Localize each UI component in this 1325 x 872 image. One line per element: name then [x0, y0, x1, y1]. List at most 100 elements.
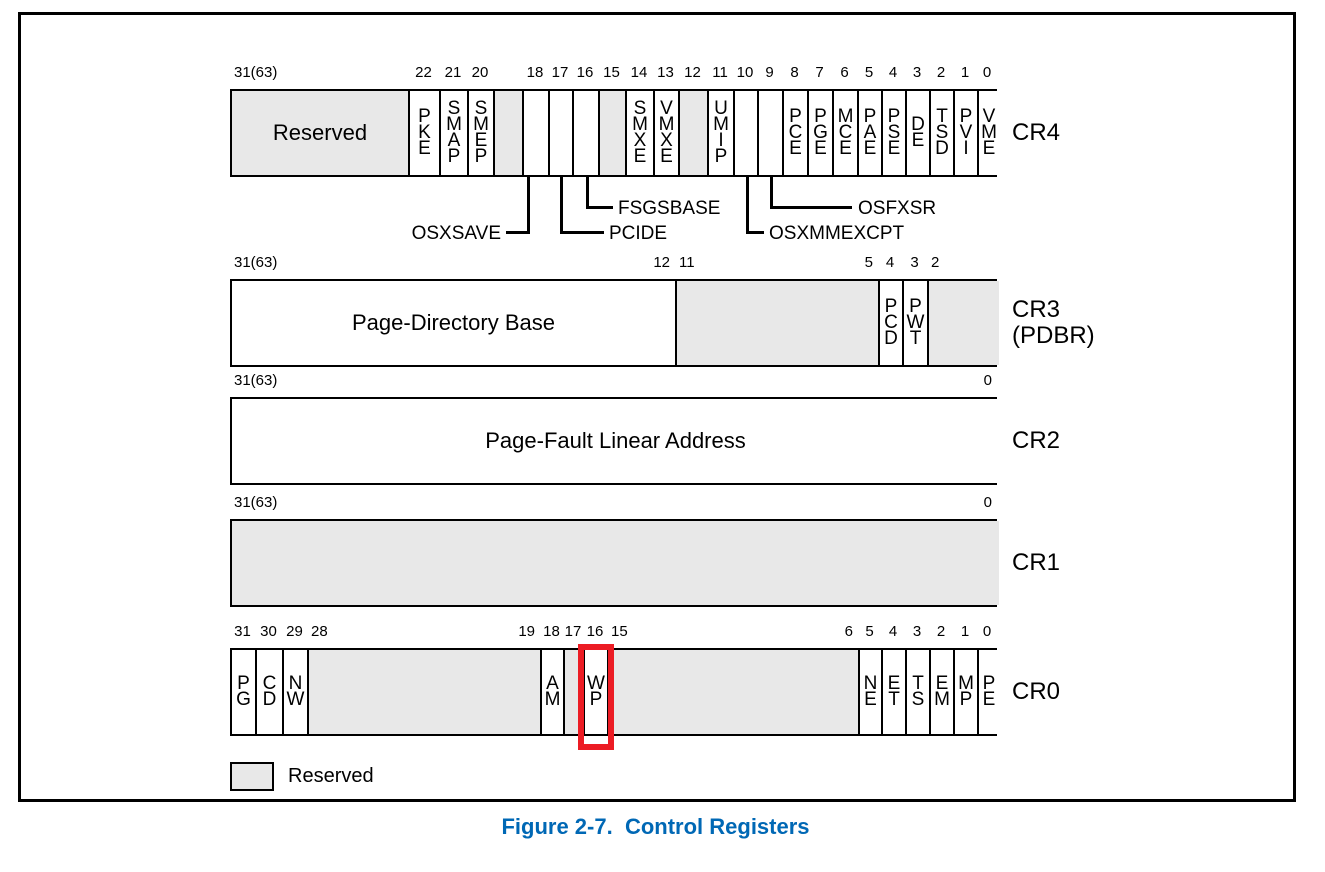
cr4-bit-number: 0 [982, 64, 992, 81]
cr0-bit-number: 3 [912, 623, 922, 640]
cr0-cell-ts-label: T S [911, 673, 925, 710]
register-label-cr1: CR1 [1012, 549, 1061, 576]
cr4-cell-reserved [680, 91, 709, 175]
register-label-cr0: CR0 [1012, 678, 1061, 705]
cr4-cell-reserved [550, 91, 574, 175]
cr4-bit-number: 13 [657, 64, 674, 81]
cr4-cell-reserved [735, 91, 759, 175]
cr4-cell-reserved [524, 91, 550, 175]
callout-line-osxmmexcpt [746, 175, 749, 234]
callout-line-osxsave [506, 231, 530, 234]
cr4-cell-pce: P C E [784, 91, 809, 175]
callout-line-fsgsbase [586, 206, 613, 209]
cr4-cell-pvi: P V I [955, 91, 979, 175]
cr4-cell-vme-label: V M E [981, 106, 997, 159]
cr4-cell-tsd: T S D [931, 91, 955, 175]
cr0-bit-number: 1 [960, 623, 970, 640]
cr4-cell-de: D E [907, 91, 931, 175]
cr4-bit-number: 8 [790, 64, 799, 81]
cr4-bit-number: 10 [736, 64, 754, 81]
cr4-cell-smxe-label: S M X E [632, 98, 648, 167]
cr3-cell-pcd: P C D [880, 281, 904, 365]
cr4-cell-pge: P G E [809, 91, 834, 175]
cr4-cell-pae: P A E [859, 91, 883, 175]
cr2-cell-page-fault-linear-address: Page-Fault Linear Address [232, 399, 999, 483]
cr1-bit-number: 0 [983, 494, 992, 511]
cr4-cell-reserved: Reserved [232, 91, 410, 175]
cr3-bit-number: 4 [885, 254, 895, 271]
cr4-bit-number: 11 [712, 64, 728, 81]
cr4-cell-pvi-label: P V I [959, 106, 973, 159]
cr0-bit-number: 0 [982, 623, 992, 640]
callout-label-fsgsbase: FSGSBASE [618, 198, 721, 219]
cr4-bit-number: 5 [864, 64, 874, 81]
register-label-cr2: CR2 [1012, 427, 1061, 454]
register-label-cr3: CR3 (PDBR) [1012, 296, 1095, 349]
callout-label-osfxsr: OSFXSR [858, 198, 937, 219]
cr0-cell-cd-label: C D [262, 673, 277, 710]
cr0-bit-number: 29 [286, 623, 303, 640]
cr4-cell-mce: M C E [834, 91, 859, 175]
cr4-bit-number: 18 [526, 64, 544, 81]
cr4-bit-number: 22 [415, 64, 432, 81]
cr2-cell-page-fault-linear-address-label: Page-Fault Linear Address [485, 428, 746, 453]
cr4-bit-number: 4 [888, 64, 898, 81]
cr3-bit-number: 11 [679, 254, 695, 271]
callout-line-osfxsr [770, 206, 852, 209]
callout-line-pcide [560, 231, 604, 234]
cr0-cell-reserved [309, 650, 542, 734]
cr0-cell-pe-label: P E [982, 673, 996, 710]
cr0-cell-mp-label: M P [958, 673, 974, 710]
figure-caption: Figure 2-7. Control Registers [501, 814, 810, 839]
cr0-cell-pg-label: P G [236, 673, 251, 710]
cr4-cell-smap-label: S M A P [446, 98, 462, 167]
cr4-cell-smep-label: S M E P [473, 98, 489, 167]
cr4-bit-number: 17 [551, 64, 569, 81]
cr3-cell-page-directory-base-label: Page-Directory Base [352, 310, 555, 335]
cr0-cell-nw: N W [284, 650, 309, 734]
cr4-bit-number: 15 [603, 64, 620, 81]
cr0-bit-number: 17 [564, 623, 582, 640]
wp-highlight-box [578, 644, 614, 750]
legend-reserved-label: Reserved [288, 765, 374, 787]
cr0-bit-number: 2 [936, 623, 946, 640]
cr0-cell-pg: P G [232, 650, 257, 734]
cr0-bit-number: 5 [865, 623, 874, 640]
cr0-bit-number: 18 [543, 623, 560, 640]
cr0-cell-em-label: E M [934, 673, 950, 710]
callout-label-osxsave: OSXSAVE [411, 223, 501, 244]
cr3-bit-number: 12 [653, 254, 670, 271]
cr4-cell-tsd-label: T S D [935, 106, 949, 159]
cr0-bit-number: 30 [260, 623, 277, 640]
cr0-bit-number: 19 [518, 623, 535, 640]
cr3-cell-pwt: P W T [904, 281, 929, 365]
cr4-cell-pse: P S E [883, 91, 907, 175]
cr0-cell-wp-label: W P [587, 673, 605, 710]
cr0-cell-ne-label: N E [863, 673, 878, 710]
callout-line-osxmmexcpt [746, 231, 764, 234]
cr4-cell-smxe: S M X E [627, 91, 655, 175]
legend-reserved-swatch [230, 762, 274, 791]
cr4-cell-umip-label: U M I P [713, 98, 729, 167]
cr3-cell-reserved [929, 281, 999, 365]
cr4-bit-number: 1 [960, 64, 970, 81]
cr0-bit-number: 16 [586, 623, 604, 640]
cr0-cell-cd: C D [257, 650, 284, 734]
cr2-bit-number: 0 [983, 372, 992, 389]
cr4-bit-number: 20 [471, 64, 489, 81]
cr4-cell-pke-label: P K E [418, 106, 431, 159]
callout-line-fsgsbase [586, 175, 589, 209]
cr3-cell-pcd-label: P C D [884, 296, 898, 349]
cr0-cell-ts: T S [907, 650, 931, 734]
cr4-cell-pce-label: P C E [788, 106, 803, 159]
cr0-bit-number: 28 [311, 623, 328, 640]
cr2-box: Page-Fault Linear Address [230, 397, 999, 485]
cr2-bit-number: 31(63) [234, 372, 278, 389]
cr3-bit-number: 2 [931, 254, 940, 271]
register-label-cr4: CR4 [1012, 119, 1061, 146]
